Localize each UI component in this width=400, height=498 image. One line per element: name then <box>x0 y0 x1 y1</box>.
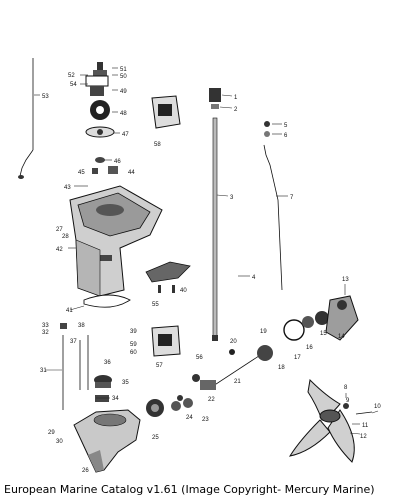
callout-54: 54 <box>70 82 77 88</box>
callout-11: 11 <box>362 423 369 429</box>
callout-43: 43 <box>64 185 71 191</box>
callout-24: 24 <box>186 415 193 421</box>
shift-rod-part <box>18 58 34 179</box>
callout-10: 10 <box>374 404 381 410</box>
callout-38: 38 <box>78 323 85 329</box>
callout-15: 15 <box>320 331 327 337</box>
callout-2: 2 <box>234 107 238 113</box>
callout-1: 1 <box>234 95 238 101</box>
callout-labels: 1 2 3 4 5 6 7 8 9 10 11 12 13 14 15 16 1… <box>40 67 381 474</box>
shift-rod-right-part <box>263 121 283 291</box>
callout-7: 7 <box>290 195 294 201</box>
callout-21: 21 <box>234 379 241 385</box>
callout-34: 34 <box>112 396 119 402</box>
propeller-shaft-assembly-part <box>177 295 359 408</box>
propeller-part <box>288 378 373 463</box>
water-pump-assembly-part <box>85 62 118 174</box>
callout-52: 52 <box>68 73 75 79</box>
callout-33: 33 <box>42 323 49 329</box>
callout-25: 25 <box>152 435 159 441</box>
callout-56: 56 <box>196 355 203 361</box>
gearcase-part <box>73 409 141 473</box>
image-caption: European Marine Catalog v1.61 (Image Cop… <box>4 483 375 496</box>
callout-42: 42 <box>56 247 63 253</box>
callout-29: 29 <box>48 430 55 436</box>
callout-31: 31 <box>40 368 47 374</box>
trim-plate-part <box>145 261 191 293</box>
callout-3: 3 <box>230 195 234 201</box>
exploded-parts-diagram: 1 2 3 4 5 6 7 8 9 10 11 12 13 14 15 16 1… <box>18 58 381 474</box>
callout-55: 55 <box>152 302 159 308</box>
callout-41: 41 <box>66 308 73 314</box>
parts-kit-box <box>151 95 181 129</box>
callout-6: 6 <box>284 133 288 139</box>
callout-9: 9 <box>346 398 350 404</box>
callout-46: 46 <box>114 159 121 165</box>
callout-36: 36 <box>104 360 111 366</box>
callout-57: 57 <box>156 363 163 369</box>
callout-51: 51 <box>120 67 127 73</box>
callout-12: 12 <box>360 434 367 440</box>
forward-gear-part <box>146 399 181 417</box>
callout-30: 30 <box>56 439 63 445</box>
callout-4: 4 <box>252 275 256 281</box>
callout-22: 22 <box>208 397 215 403</box>
studs-part <box>60 323 89 410</box>
drive-shaft-part <box>209 88 221 341</box>
callout-23: 23 <box>202 417 209 423</box>
callout-49: 49 <box>120 89 127 95</box>
callout-48: 48 <box>120 111 127 117</box>
callout-17: 17 <box>294 355 301 361</box>
callout-26: 26 <box>82 468 89 474</box>
callout-13: 13 <box>342 277 349 283</box>
callout-8: 8 <box>344 385 348 391</box>
callout-35: 35 <box>122 380 129 386</box>
callout-39: 39 <box>130 329 137 335</box>
callout-44: 44 <box>128 170 135 176</box>
callout-47: 47 <box>122 132 129 138</box>
driveshaft-housing-part <box>69 185 163 297</box>
callout-5: 5 <box>284 123 288 129</box>
callout-18: 18 <box>278 365 285 371</box>
callout-28: 28 <box>62 234 69 240</box>
callout-40: 40 <box>180 288 187 294</box>
callout-19: 19 <box>260 329 267 335</box>
callout-58: 58 <box>154 142 161 148</box>
leader-lines <box>34 67 379 435</box>
parts-kit-box-2 <box>151 325 181 357</box>
callout-27: 27 <box>56 227 63 233</box>
callout-20: 20 <box>230 339 237 345</box>
callout-37: 37 <box>70 339 77 345</box>
callout-50: 50 <box>120 74 127 80</box>
callout-45: 45 <box>78 170 85 176</box>
callout-60: 60 <box>130 350 137 356</box>
callout-16: 16 <box>306 345 313 351</box>
pinion-gear-part <box>94 375 112 402</box>
gasket-part <box>83 294 131 308</box>
callout-53: 53 <box>42 94 49 100</box>
callout-14: 14 <box>338 334 345 340</box>
callout-59: 59 <box>130 342 137 348</box>
callout-32: 32 <box>42 330 49 336</box>
